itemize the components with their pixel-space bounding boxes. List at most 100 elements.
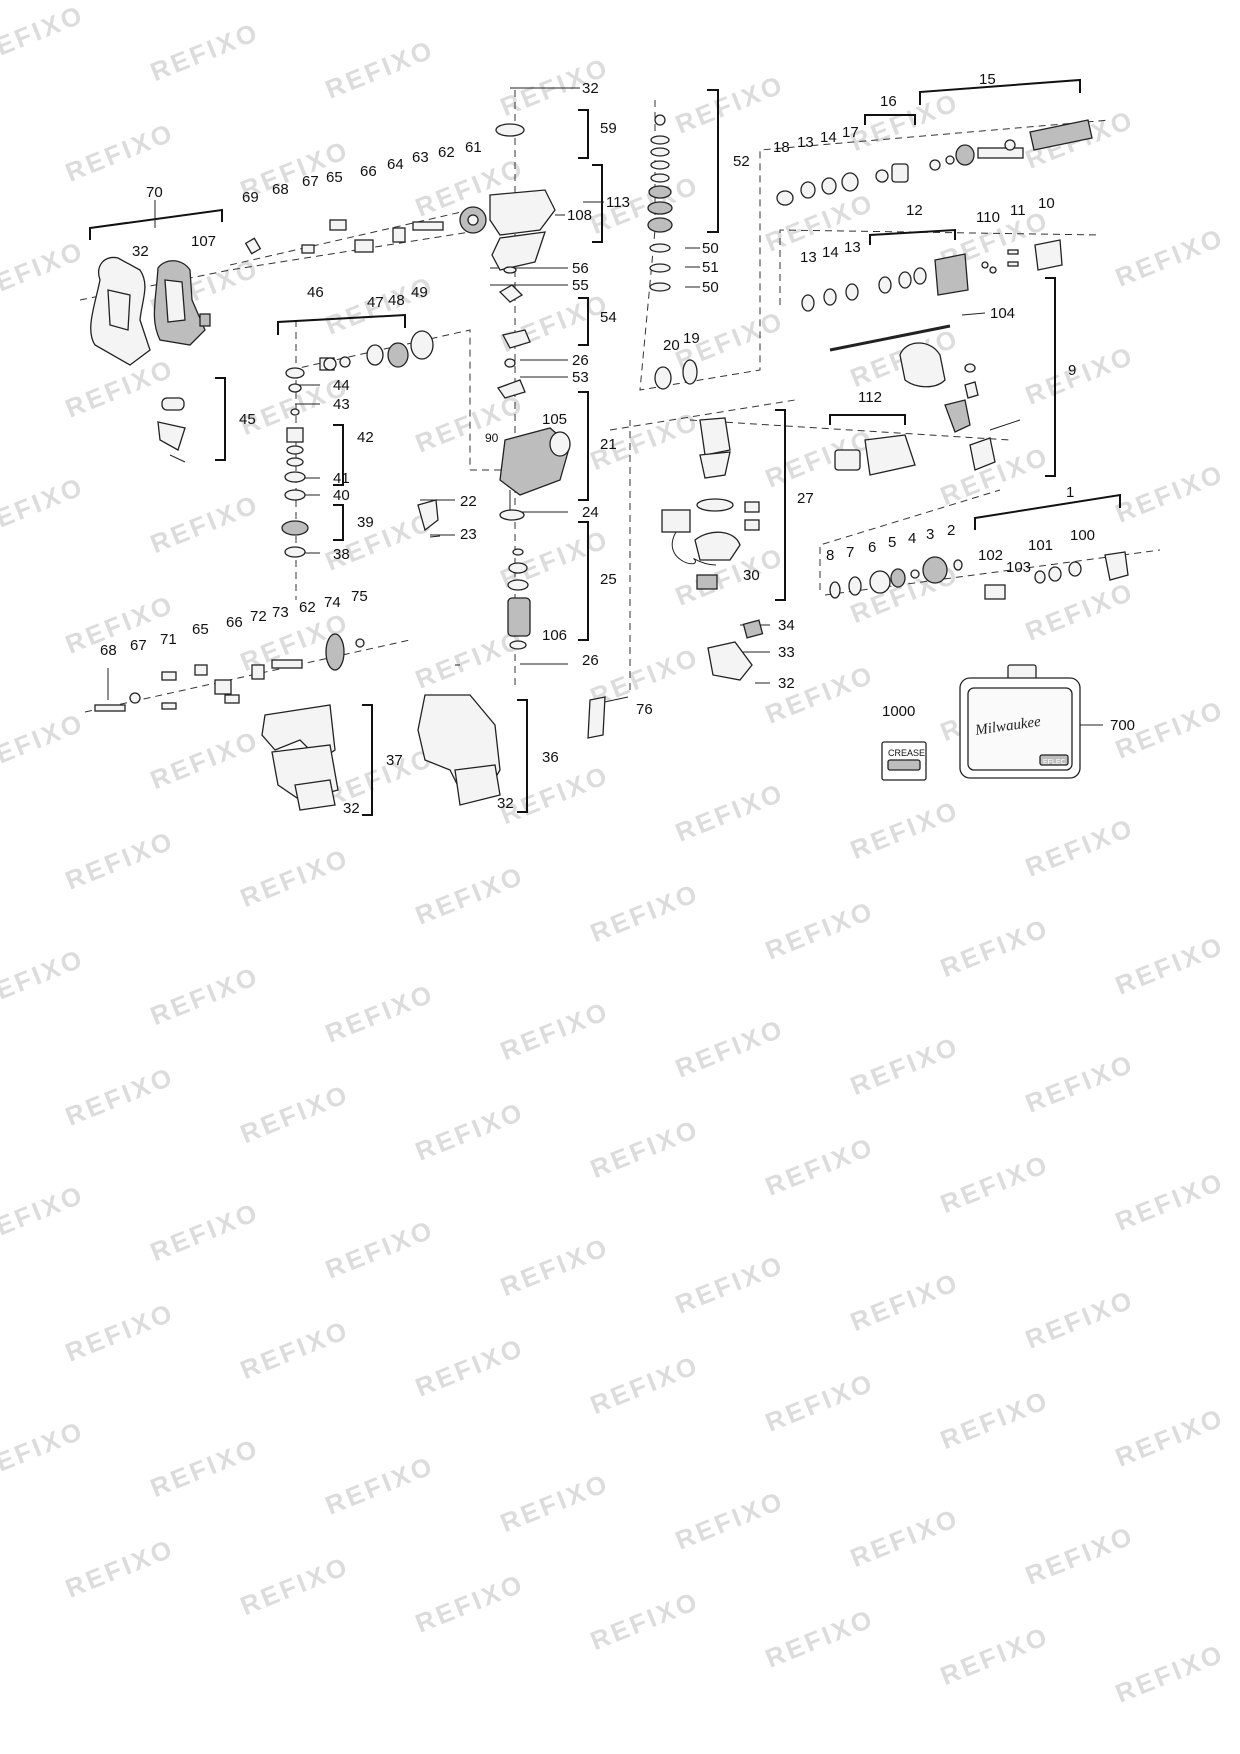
handle-housing-right [153, 260, 206, 346]
watermark-text: REFIXO [586, 1349, 704, 1420]
chuck-112 [864, 434, 916, 476]
label-56: 56 [572, 260, 589, 277]
label-39: 39 [357, 514, 374, 531]
part-45-a [161, 397, 185, 411]
ring-19 [682, 359, 698, 385]
watermark-text: REFIXO [936, 1620, 1054, 1691]
watermark-text: REFIXO [671, 777, 789, 848]
part-76 [587, 696, 606, 739]
part-107 [199, 313, 211, 327]
part-67 [301, 244, 315, 254]
label-66b: 66 [226, 614, 243, 631]
grouping-brackets [89, 78, 1121, 816]
watermark-text: REFIXO [0, 707, 89, 778]
parts-layer [90, 114, 1129, 811]
part-64 [392, 227, 406, 243]
label-64: 64 [387, 156, 404, 173]
part-1 [1104, 551, 1129, 581]
part-72 [251, 664, 265, 680]
watermark-text: REFIXO [0, 0, 89, 70]
label-16: 16 [880, 93, 897, 110]
watermark-text: REFIXO [61, 1297, 179, 1368]
label-18: 18 [773, 139, 790, 156]
label-113: 113 [606, 194, 630, 211]
switch-27 [699, 417, 731, 456]
watermark-text: REFIXO [671, 1485, 789, 1556]
part-53 [496, 379, 526, 399]
label-66a: 66 [360, 163, 377, 180]
watermark-text: REFIXO [1021, 576, 1139, 647]
watermark-text: REFIXO [411, 1096, 529, 1167]
watermark-text: REFIXO [411, 1568, 529, 1639]
watermark-text: REFIXO [321, 742, 439, 813]
label-40: 40 [333, 487, 350, 504]
watermark-text: REFIXO [411, 860, 529, 931]
watermark-text: REFIXO [236, 1314, 354, 1385]
part-15-shaft [977, 147, 1024, 159]
carry-case-icon [959, 664, 1081, 779]
part-15-bearing [955, 144, 975, 166]
watermark-text: REFIXO [761, 423, 879, 494]
label-11: 11 [1010, 202, 1026, 219]
watermark-text: REFIXO [0, 235, 89, 306]
part-73 [271, 659, 303, 669]
part-3 [922, 556, 948, 584]
label-13b: 13 [800, 249, 817, 266]
watermark-text: REFIXO [936, 1384, 1054, 1455]
part-59-disc [495, 123, 525, 137]
label-102: 102 [978, 547, 1003, 564]
label-30: 30 [743, 567, 760, 584]
watermark-text: REFIXO [1111, 1166, 1229, 1237]
label-71: 71 [160, 631, 177, 648]
watermark-text: REFIXO [146, 16, 264, 87]
label-100: 100 [1070, 527, 1095, 544]
label-54: 54 [600, 309, 617, 326]
watermark-text: REFIXO [761, 1367, 879, 1438]
label-69: 69 [242, 189, 259, 206]
watermark-text: REFIXO [321, 1214, 439, 1285]
watermark-text: REFIXO [1111, 222, 1229, 293]
label-32c: 32 [778, 675, 795, 692]
watermark-text: REFIXO [1021, 340, 1139, 411]
label-68b: 68 [100, 642, 117, 659]
label-44: 44 [333, 377, 350, 394]
watermark-text: REFIXO [586, 1585, 704, 1656]
label-42: 42 [357, 429, 374, 446]
label-23: 23 [460, 526, 477, 543]
label-26a: 26 [572, 352, 589, 369]
label-7: 7 [846, 544, 854, 561]
watermark-text: REFIXO [321, 1450, 439, 1521]
label-5: 5 [888, 534, 896, 551]
watermark-text: REFIXO [0, 1415, 89, 1486]
label-52: 52 [733, 153, 750, 170]
watermark-text: REFIXO [761, 1603, 879, 1674]
washer-50b [649, 282, 671, 292]
label-37: 37 [386, 752, 403, 769]
label-65a: 65 [326, 169, 343, 186]
watermark-text: REFIXO [936, 912, 1054, 983]
label-13c: 13 [844, 239, 861, 256]
watermark-text: REFIXO [61, 1533, 179, 1604]
watermark-text: REFIXO [496, 995, 614, 1066]
case-badge: EFLEC [1043, 759, 1066, 766]
part-16 [891, 163, 909, 183]
label-32d: 32 [343, 800, 360, 817]
label-67a: 67 [302, 173, 319, 190]
watermark-text: REFIXO [236, 842, 354, 913]
part-102 [984, 584, 1006, 600]
label-36: 36 [542, 749, 559, 766]
label-17: 17 [842, 124, 859, 141]
label-61: 61 [465, 139, 482, 156]
watermark-text: REFIXO [1021, 1520, 1139, 1591]
washer-51 [649, 263, 671, 273]
watermark-text: REFIXO [61, 117, 179, 188]
label-24: 24 [582, 504, 599, 521]
label-106: 106 [542, 627, 567, 644]
label-19: 19 [683, 330, 700, 347]
switch-module [661, 509, 691, 533]
washer-50a [649, 243, 671, 253]
watermark-text: REFIXO [1111, 1638, 1229, 1709]
label-67b: 67 [130, 637, 147, 654]
label-53: 53 [572, 369, 589, 386]
